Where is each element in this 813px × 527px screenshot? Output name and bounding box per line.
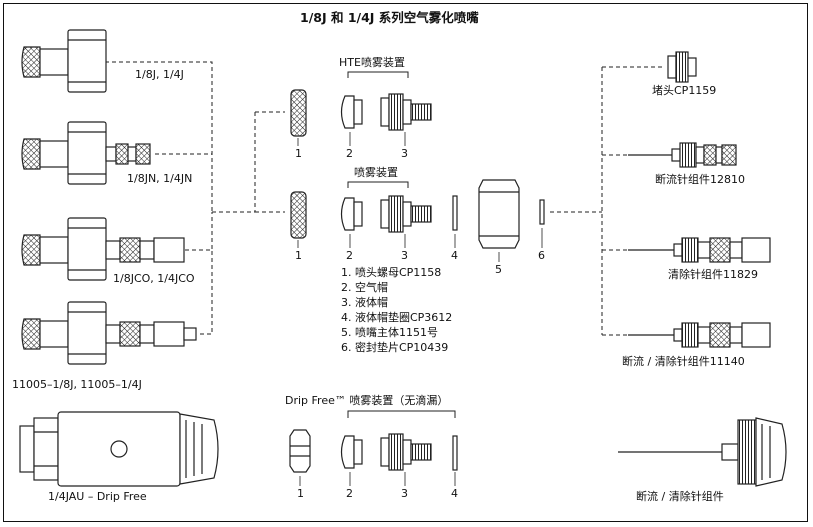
spray-parts-drawing <box>290 179 545 249</box>
connector-body-3 <box>185 212 213 251</box>
body-3-drawing <box>21 217 185 281</box>
drip-assembly-label: Drip Free™ 喷雾装置（无滴漏） <box>285 394 449 407</box>
body-2-label: 1/8JN, 1/4JN <box>127 172 193 185</box>
body-1-label: 1/8J, 1/4J <box>135 68 184 81</box>
spray-part-5: 5 <box>495 263 502 276</box>
spray-part-2: 2 <box>346 249 353 262</box>
diagram-frame <box>3 3 808 522</box>
drip-body-label: 1/4JAU – Drip Free <box>48 490 147 503</box>
hte-parts-drawing <box>290 89 432 137</box>
legend-item-1: 1. 喷头螺母CP1158 <box>341 266 442 279</box>
spray-part-3: 3 <box>401 249 408 262</box>
legend-item-5: 5. 喷嘴主体1151号 <box>341 326 438 339</box>
body-1-drawing <box>21 29 107 93</box>
connector-lines <box>105 61 665 336</box>
right-option-1-label: 堵头CP1159 <box>652 84 717 97</box>
body-3-label: 1/8JCO, 1/4JCO <box>113 272 195 285</box>
legend-item-3: 3. 液体帽 <box>341 296 388 309</box>
legend-item-2: 2. 空气帽 <box>341 281 388 294</box>
hte-part-2: 2 <box>346 147 353 160</box>
drip-body-drawing <box>19 411 219 487</box>
drip-bracket <box>347 410 456 418</box>
right-option-4-label: 断流 / 清除针组件11140 <box>622 355 745 368</box>
hte-part-1: 1 <box>295 147 302 160</box>
hte-part-3: 3 <box>401 147 408 160</box>
diagram-title: 1/8J 和 1/4J 系列空气雾化喷嘴 <box>300 10 479 25</box>
drip-part-2: 2 <box>346 487 353 500</box>
hte-bracket <box>347 71 409 78</box>
spray-part-1: 1 <box>295 249 302 262</box>
right-option-3-label: 清除针组件11829 <box>668 268 758 281</box>
hte-assembly-label: HTE喷雾装置 <box>339 56 405 69</box>
spray-part-4: 4 <box>451 249 458 262</box>
connector-body-1 <box>105 61 213 212</box>
legend-item-4: 4. 液体帽垫圈CP3612 <box>341 311 453 324</box>
legend-item-6: 6. 密封垫片CP10439 <box>341 341 449 354</box>
body-2-drawing <box>21 121 151 185</box>
body-4-label: 11005–1/8J, 11005–1/4J <box>12 378 142 391</box>
assembly-brackets <box>347 71 456 418</box>
spray-bracket <box>347 181 409 188</box>
spray-part-6: 6 <box>538 249 545 262</box>
leader-lines <box>297 132 543 486</box>
drip-part-1: 1 <box>297 487 304 500</box>
spray-assembly-label: 喷雾装置 <box>354 166 398 179</box>
connector-body-4 <box>200 250 213 335</box>
right-options-drawing <box>618 51 787 487</box>
drip-needle-label: 断流 / 清除针组件 <box>636 490 724 503</box>
drip-parts-drawing <box>289 429 458 473</box>
drip-part-4: 4 <box>451 487 458 500</box>
drip-part-3: 3 <box>401 487 408 500</box>
body-4-drawing <box>21 301 197 365</box>
right-option-2-label: 断流针组件12810 <box>655 173 745 186</box>
